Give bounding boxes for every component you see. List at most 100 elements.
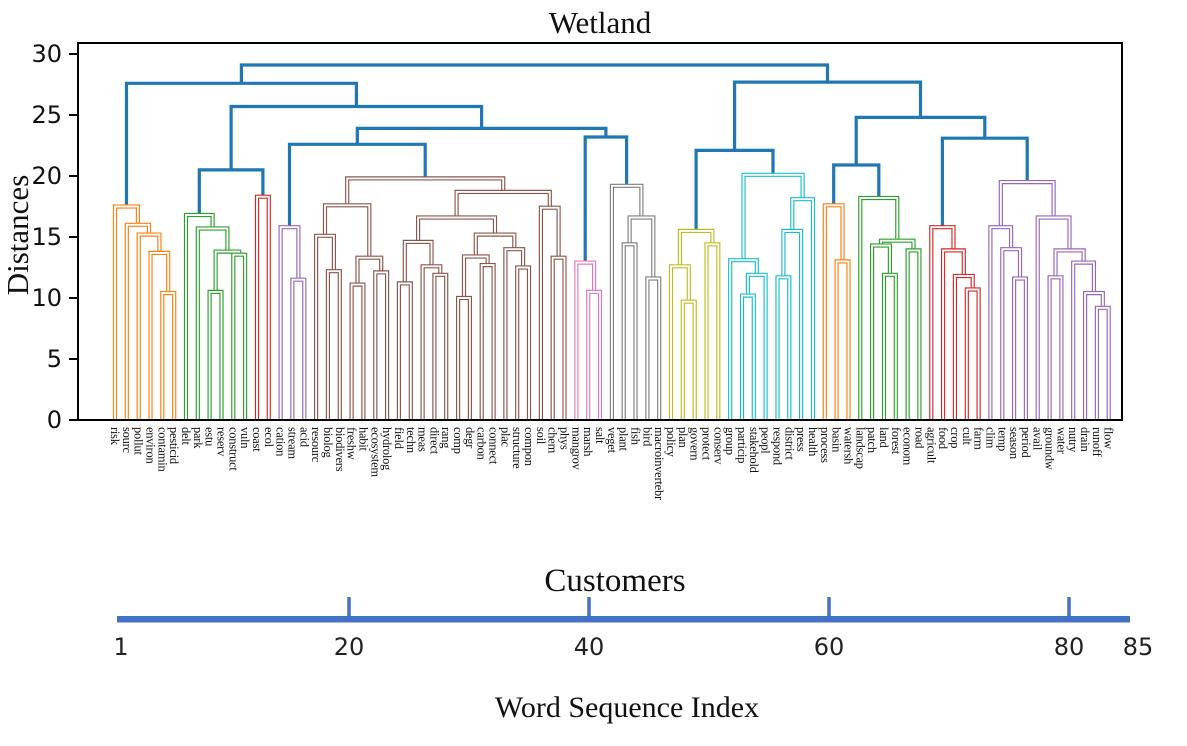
- dendrogram-link: [586, 289, 603, 420]
- leaf-label: direct: [427, 427, 441, 455]
- dendrogram-link: [278, 225, 301, 420]
- dendrogram-link: [397, 282, 412, 420]
- leaf-label: compon: [522, 427, 536, 466]
- dendrogram-link: [870, 243, 892, 420]
- dendrogram-link: [373, 270, 390, 420]
- leaf-label: district: [782, 427, 796, 461]
- dendrogram-link: [678, 229, 714, 267]
- leaf-label: fish: [629, 427, 643, 446]
- dendrogram-link: [1036, 216, 1071, 420]
- leaf-label: coast: [250, 427, 264, 452]
- dendrogram-link: [791, 198, 814, 420]
- dendrogram-link: [504, 248, 525, 420]
- dendrogram-link: [256, 195, 270, 420]
- dendrogram-link: [823, 204, 844, 420]
- leaf-label: avail: [1031, 427, 1045, 451]
- leaf-label: stakehold: [747, 427, 761, 474]
- dendrogram-link: [776, 276, 791, 420]
- dendrogram-link: [149, 251, 170, 420]
- leaf-label: forest: [889, 427, 903, 455]
- dendrogram-link: [457, 297, 471, 420]
- leaf-label: degr: [463, 427, 477, 449]
- dendrogram-link: [324, 204, 371, 258]
- dendrogram-link: [185, 214, 214, 420]
- leaf-label: runoff: [1090, 427, 1104, 458]
- dendrogram-link: [208, 290, 223, 420]
- dendrogram-link: [1072, 261, 1095, 420]
- dendrogram-link: [835, 260, 850, 420]
- leaf-label: watersh: [841, 427, 855, 465]
- dendrogram-link: [539, 206, 560, 420]
- dendrogram-link: [315, 234, 335, 420]
- leaf-label: contamin: [155, 427, 169, 472]
- leaf-label: drain: [1078, 427, 1092, 451]
- leaf-label: soil: [534, 427, 548, 445]
- dendrogram-link: [646, 277, 661, 420]
- leaf-label: comp: [451, 427, 465, 454]
- dendrogram-link: [114, 205, 139, 420]
- leaf-label: mangrov: [569, 427, 583, 471]
- leaf-label: water: [1054, 427, 1068, 455]
- ruler-number: 80: [1054, 633, 1085, 661]
- dendrogram-link: [356, 256, 383, 285]
- leaf-label: policy: [664, 427, 678, 458]
- dendrogram-link: [279, 226, 300, 420]
- dendrogram-link: [239, 63, 830, 84]
- leaf-label: delt: [179, 427, 193, 446]
- y-tick-label: 10: [31, 284, 62, 312]
- dendrogram-link: [229, 104, 484, 170]
- leaf-label: bird: [640, 427, 654, 447]
- leaf-label: salt: [593, 427, 607, 444]
- dendrogram-link: [621, 242, 638, 420]
- dendrogram-link: [1000, 247, 1023, 420]
- leaf-label: crop: [948, 427, 962, 448]
- dendrogram-links: [112, 63, 1111, 420]
- dendrogram-link: [207, 289, 224, 420]
- dendrogram-link: [1013, 277, 1027, 420]
- dendrogram-link: [417, 216, 496, 242]
- leaf-label: biolog: [321, 427, 335, 457]
- dendrogram-link: [421, 265, 442, 420]
- dendrogram-link: [454, 189, 552, 218]
- dendrogram-link: [1047, 275, 1064, 420]
- leaf-label: ecol: [262, 427, 276, 448]
- leaf-labels: risksourcpollutenvironcontaminpesticidde…: [108, 427, 1116, 501]
- leaf-label: marsh: [581, 427, 595, 457]
- dendrogram-link: [574, 260, 597, 420]
- leaf-label: freshw: [345, 427, 359, 460]
- dendrogram-link: [461, 254, 490, 298]
- leaf-label: plant: [617, 427, 631, 452]
- ruler-tick: [1067, 597, 1071, 616]
- ruler-number: 20: [334, 633, 365, 661]
- dendrogram-link: [964, 287, 981, 420]
- dendrogram-link: [680, 299, 697, 420]
- dendrogram-link: [433, 273, 448, 420]
- dendrogram-link: [474, 233, 516, 257]
- dendrogram-link: [254, 194, 271, 420]
- leaf-label: temp: [995, 427, 1009, 451]
- dendrogram-link: [346, 177, 505, 206]
- plot-frame: [77, 42, 1123, 421]
- y-tick-label: 20: [31, 162, 62, 190]
- ruler-number: 60: [814, 633, 845, 661]
- leaf-label: land: [877, 427, 891, 449]
- leaf-label: sourc: [120, 427, 134, 454]
- dendrogram-link: [291, 278, 306, 420]
- leaf-label: carbon: [475, 427, 489, 460]
- dendrogram-link: [998, 180, 1056, 228]
- ruler-line: [117, 616, 1130, 623]
- leaf-label: veget: [605, 427, 619, 454]
- leaf-label: techn: [404, 427, 418, 453]
- leaf-label: press: [794, 427, 808, 452]
- dendrogram-link: [231, 252, 248, 420]
- leaf-label: respond: [770, 427, 784, 466]
- dendrogram-link: [350, 283, 365, 420]
- leaf-label: group: [723, 427, 737, 455]
- leaf-label: resourc: [309, 427, 323, 463]
- leaf-label: agricult: [924, 427, 938, 464]
- leaf-label: plan: [676, 427, 690, 448]
- dendrogram-link: [704, 242, 721, 420]
- leaf-label: environ: [143, 427, 157, 463]
- leaf-label: conserv: [711, 427, 725, 465]
- leaf-label: protect: [700, 427, 714, 461]
